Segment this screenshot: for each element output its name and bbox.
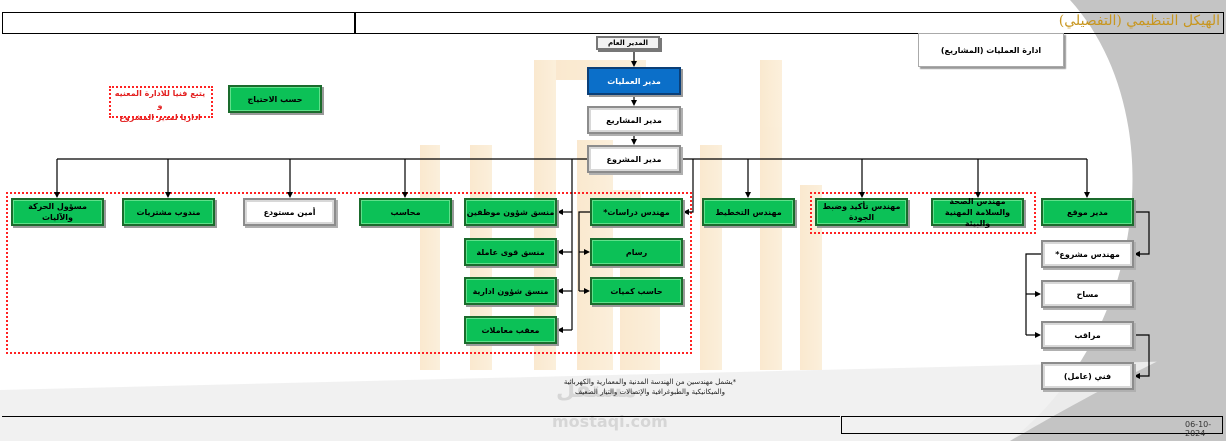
technician-box[interactable]: فني (عامل) xyxy=(1041,362,1134,390)
footer-line xyxy=(2,416,840,417)
accountant-box[interactable]: محاسب xyxy=(359,198,452,226)
project-manager-box[interactable]: مدير المشروع xyxy=(587,145,681,173)
dotted-note-frame xyxy=(109,86,213,118)
draftsman-box[interactable]: رسام xyxy=(590,238,683,266)
as-needed-box[interactable]: حسب الاحتياج xyxy=(228,85,322,113)
hse-engineer-box[interactable]: مهندس الصحة والسلامة المهنية والبيئة xyxy=(931,197,1024,228)
connector xyxy=(1025,253,1041,335)
supervisor-box[interactable]: مراقب xyxy=(1041,321,1134,349)
page-title: الهيكل التنظيمي (التفصيلي) xyxy=(1058,13,1220,29)
footer-date: 06-10-2024 xyxy=(1185,420,1212,438)
surveyor-box[interactable]: مساح xyxy=(1041,280,1134,308)
footnote-line1: *يشمل مهندسين من الهندسة المدنية والمعما… xyxy=(563,378,737,386)
red-note-line2: اداريا لمدير المشروع xyxy=(119,113,201,122)
dotted-group-quality xyxy=(810,192,1036,234)
connector xyxy=(1134,211,1150,257)
coordinator-box[interactable]: منسق شؤون ادارية xyxy=(464,277,557,305)
red-note-line1: يتبع فنيا للادارة المعنيه و xyxy=(114,89,206,110)
department-label: ادارة العمليات (المشاريع) xyxy=(918,33,1064,67)
footer-date-frame xyxy=(841,416,1223,434)
planning-engineer-box[interactable]: مهندس التخطيط xyxy=(702,198,795,226)
qa-engineer-box[interactable]: مهندس تأكيد وضبط الجودة xyxy=(815,198,908,226)
connector xyxy=(578,211,590,291)
dotted-group-left xyxy=(6,192,692,354)
footnote-line2: والميكانيكية والطبوغرافية والإتصالات وال… xyxy=(574,388,726,396)
coordinator-box[interactable]: منسق شؤون موظفين xyxy=(464,198,557,226)
watermark-arabic: مستقل xyxy=(556,378,637,403)
quantity-surveyor-box[interactable]: حاسب كميات xyxy=(590,277,683,305)
studies-engineer-box[interactable]: مهندس دراسات* xyxy=(590,198,683,226)
storekeeper-box[interactable]: أمين مستودع xyxy=(243,198,336,226)
movement-officer-box[interactable]: مسؤول الحركة والآليات xyxy=(11,198,104,226)
header-frame-right xyxy=(354,12,1224,34)
site-manager-box[interactable]: مدير موقع xyxy=(1041,198,1134,226)
connector xyxy=(1134,334,1150,379)
general-manager-box[interactable]: المدير العام xyxy=(596,36,660,50)
project-engineer-box[interactable]: مهندس مشروع* xyxy=(1041,240,1134,268)
red-note: يتبع فنيا للادارة المعنيه و اداريا لمدير… xyxy=(112,88,208,124)
purchasing-rep-box[interactable]: مندوب مشتريات xyxy=(122,198,215,226)
connector xyxy=(683,159,694,215)
projects-manager-box[interactable]: مدير المشاريع xyxy=(587,106,681,134)
operations-manager-box[interactable]: مدير العمليات xyxy=(587,67,681,95)
coordinator-box[interactable]: معقب معاملات xyxy=(464,316,557,344)
footnote: *يشمل مهندسين من الهندسة المدنية والمعما… xyxy=(525,377,775,397)
header-frame-left xyxy=(2,12,356,34)
coordinator-box[interactable]: منسق قوى عاملة xyxy=(464,238,557,266)
